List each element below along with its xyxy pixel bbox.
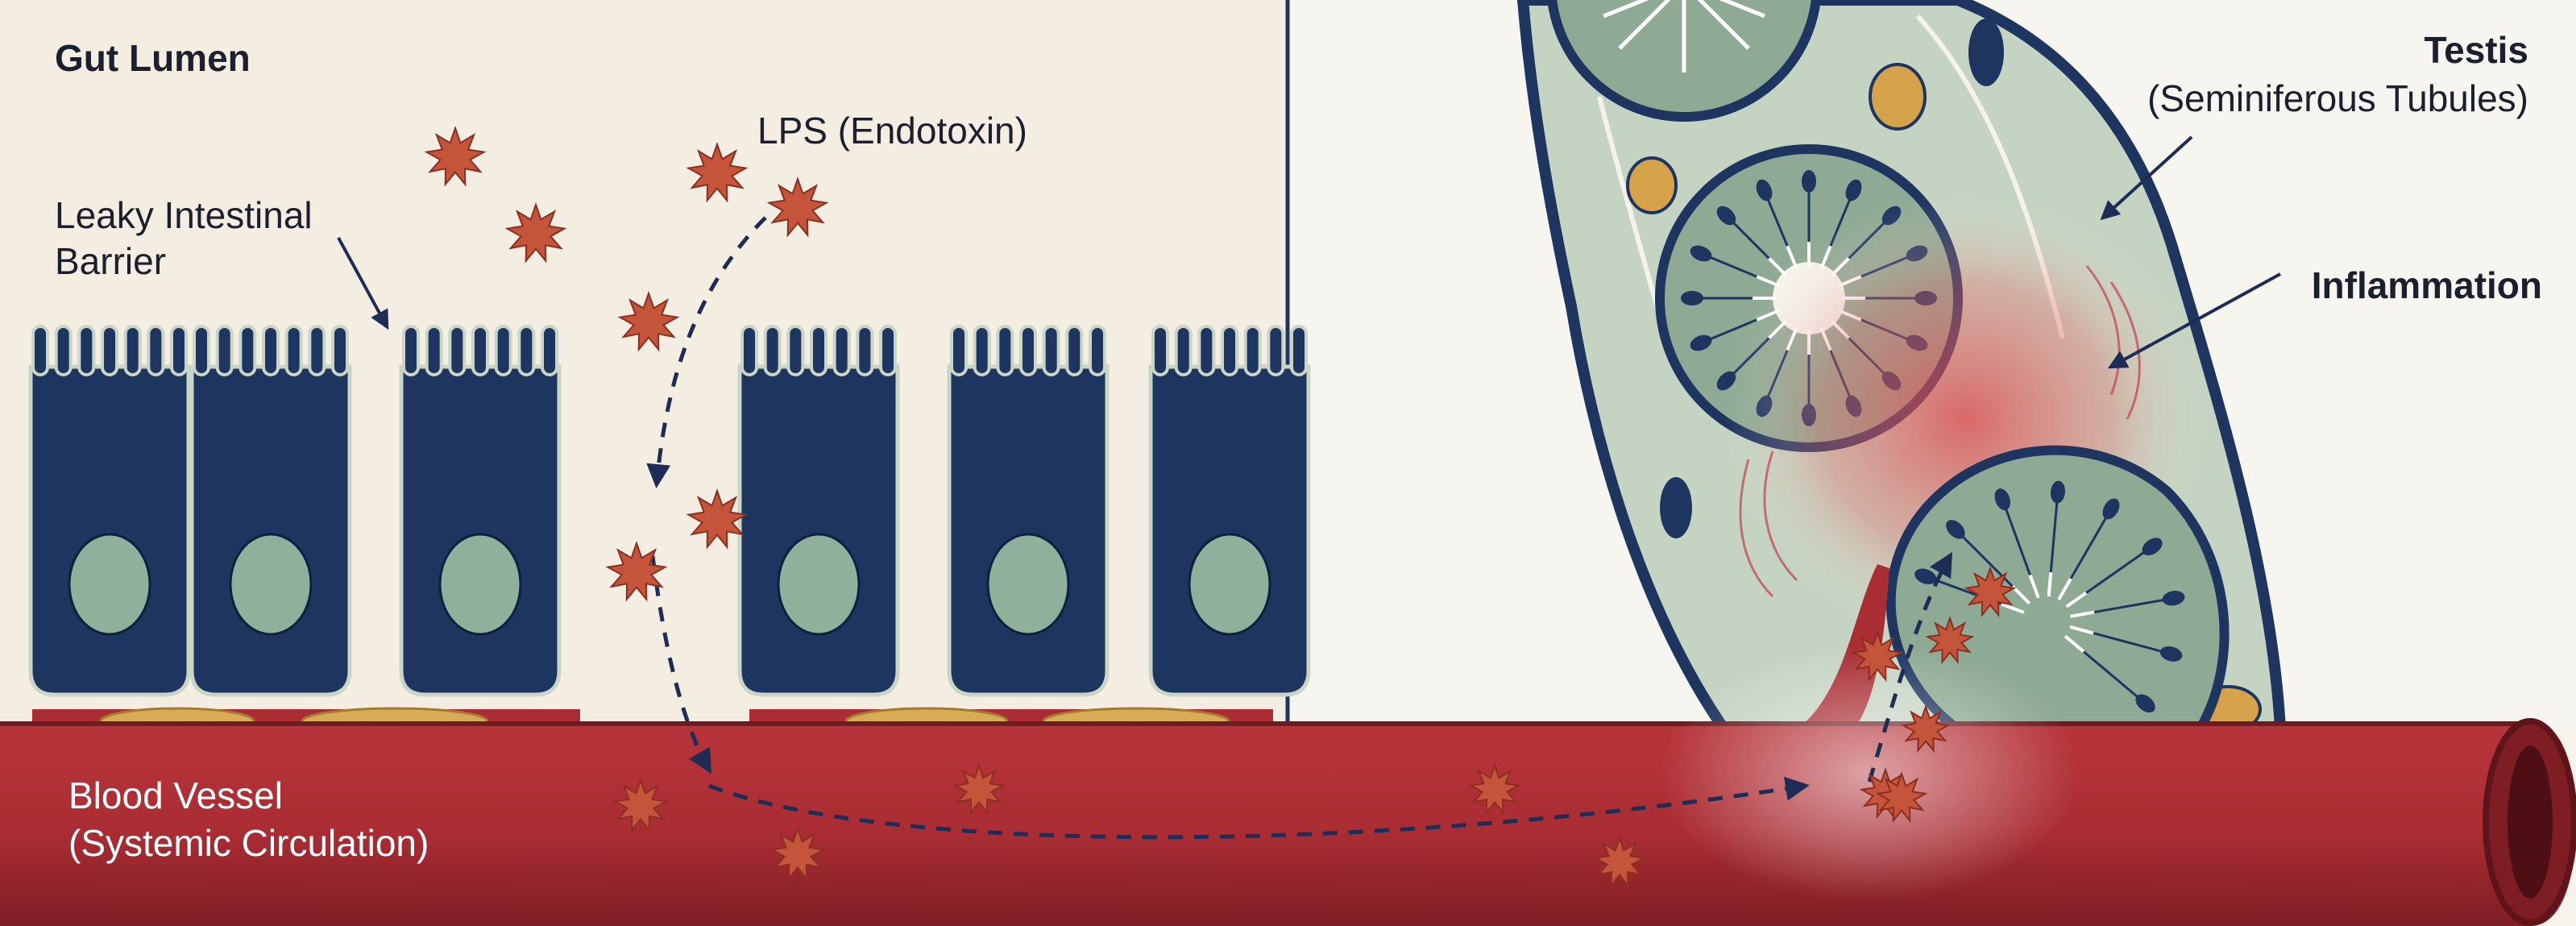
enterocyte-cell [949,326,1107,695]
enterocyte-cell [192,326,350,695]
leydig-cell [1870,64,1925,129]
nucleus [988,534,1068,634]
nucleus [69,534,150,634]
sertoli-nucleus [1660,477,1692,538]
blood-vessel-label-line1: Blood Vessel [68,774,283,816]
vessel-inflammation-glow [1660,645,2079,903]
leaky-barrier-label-line1: Leaky Intestinal [55,194,313,236]
inflammation-label: Inflammation [2312,264,2542,306]
tight-junction-gap [372,469,398,546]
leydig-cell [1628,158,1676,213]
enterocyte-cell [401,326,559,695]
nucleus [440,534,521,634]
gut-lumen-label: Gut Lumen [55,37,251,79]
blood-vessel-label-line2: (Systemic Circulation) [68,822,429,864]
testis-label-line1: Testis [2424,29,2528,71]
nucleus [778,534,859,634]
enterocyte-cell [740,326,898,695]
sertoli-nucleus [1968,19,2004,86]
testis-label-line2: (Seminiferous Tubules) [2147,77,2528,119]
enterocyte-cell [1151,326,1309,695]
nucleus [1189,534,1270,634]
nucleus [230,534,311,634]
enterocyte-cell [31,326,189,695]
lps-label: LPS (Endotoxin) [757,110,1027,152]
leaky-barrier-label-line2: Barrier [55,240,166,282]
